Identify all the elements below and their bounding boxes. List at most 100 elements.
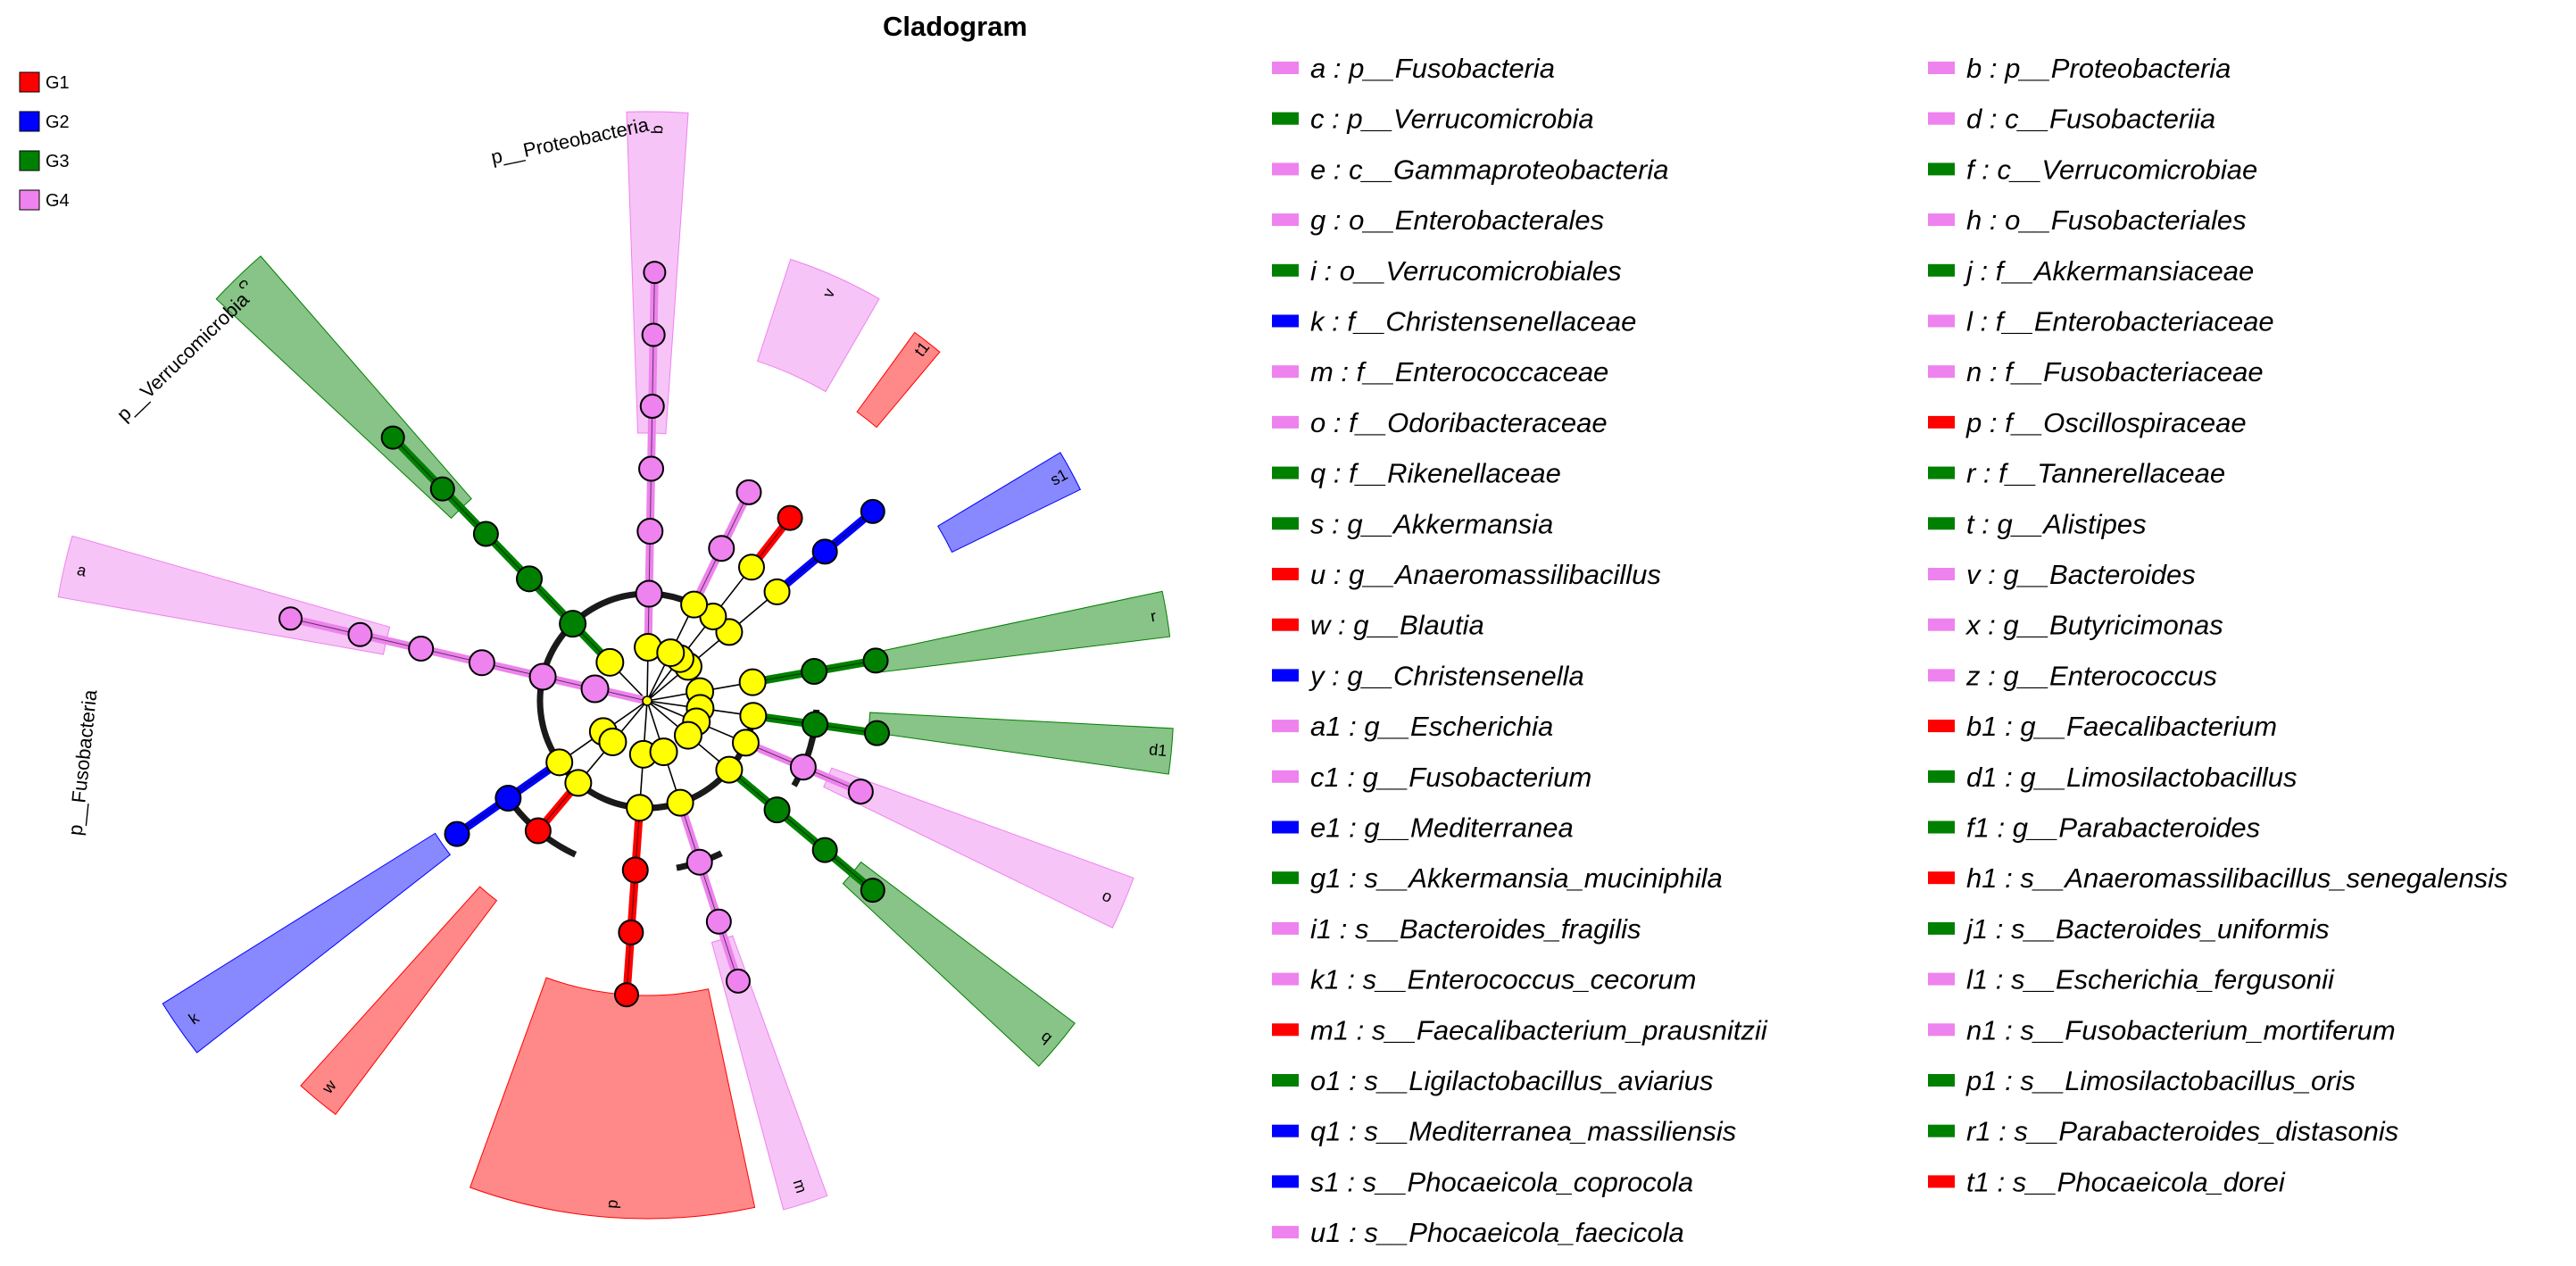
- taxa-entry-u: u : g__Anaeromassilibacillus: [1310, 559, 1661, 590]
- phylum-label-0: p__Proteobacteria: [489, 113, 652, 169]
- legend-label-G2: G2: [46, 112, 70, 132]
- highlight-k: [162, 832, 452, 1054]
- phylum-label-2: p__Fusobacteria: [64, 688, 102, 837]
- legend-swatch-G2: [19, 111, 40, 132]
- node-o: [789, 754, 817, 781]
- taxa-swatch-b: [1928, 62, 1955, 74]
- highlight-label-b: b: [648, 125, 666, 134]
- node-a: [580, 674, 610, 704]
- tree-arcs: [511, 590, 820, 871]
- node-neutral: [739, 702, 768, 730]
- node-d: [528, 662, 557, 691]
- taxa-entry-c: c : p__Verrucomicrobia: [1310, 104, 1594, 135]
- taxa-entry-x: x : g__Butyricimonas: [1965, 610, 2223, 641]
- taxa-entry-p: p : f__Oscillospiraceae: [1965, 407, 2247, 438]
- taxa-swatch-h1: [1928, 871, 1955, 885]
- highlight-r: [873, 590, 1171, 673]
- taxa-entry-v: v : g__Bacteroides: [1966, 559, 2196, 590]
- taxa-legend: a : p__Fusobacteria b : p__Proteobacteria…: [1272, 53, 2508, 1248]
- taxa-swatch-j1: [1928, 921, 1955, 935]
- taxa-entry-b: b : p__Proteobacteria: [1966, 53, 2231, 84]
- taxa-entry-f1: f1 : g__Parabacteroides: [1966, 812, 2260, 844]
- taxa-swatch-g: [1272, 213, 1299, 227]
- taxa-swatch-e1: [1272, 820, 1299, 834]
- highlight-p: [469, 977, 756, 1220]
- taxa-swatch-d1: [1928, 770, 1955, 783]
- taxa-entry-y: y : g__Christensenella: [1309, 660, 1584, 691]
- taxa-entry-i1: i1 : s__Bacteroides_fragilis: [1310, 913, 1641, 945]
- tree-nodes: [278, 261, 890, 1008]
- node-l1: [643, 261, 667, 285]
- taxa-swatch-c: [1272, 112, 1299, 125]
- node-z: [705, 908, 732, 935]
- node-neutral: [680, 590, 709, 619]
- taxa-swatch-f1: [1928, 820, 1955, 834]
- taxa-swatch-r1: [1928, 1124, 1955, 1137]
- taxa-entry-s1: s1 : s__Phocaeicola_coprocola: [1310, 1166, 1693, 1197]
- node-p1: [811, 837, 838, 863]
- taxa-entry-n1: n1 : s__Fusobacterium_mortiferum: [1966, 1014, 2396, 1045]
- node-neutral: [737, 554, 765, 581]
- legend-label-G3: G3: [46, 152, 70, 171]
- taxa-swatch-l1: [1928, 972, 1955, 986]
- taxa-swatch-y: [1272, 669, 1299, 682]
- node-neutral: [545, 748, 574, 777]
- taxa-entry-k1: k1 : s__Enterococcus_cecorum: [1310, 964, 1697, 995]
- node-w: [524, 817, 552, 845]
- highlight-s1: [937, 452, 1082, 554]
- legend-swatch-G3: [19, 150, 40, 171]
- node-neutral: [595, 647, 625, 677]
- taxa-entry-w: w : g__Blautia: [1310, 610, 1484, 641]
- highlight-q: [842, 861, 1076, 1067]
- taxa-entry-b1: b1 : g__Faecalibacterium: [1966, 711, 2277, 742]
- taxa-swatch-s1: [1272, 1175, 1299, 1188]
- taxa-swatch-o: [1272, 415, 1299, 429]
- taxa-swatch-p1: [1928, 1074, 1955, 1087]
- node-c1: [347, 621, 373, 647]
- taxa-swatch-a: [1272, 62, 1299, 74]
- node-n: [408, 636, 435, 662]
- taxa-entry-t1: t1 : s__Phocaeicola_dorei: [1966, 1166, 2286, 1197]
- taxa-entry-p1: p1 : s__Limosilactobacillus_oris: [1965, 1065, 2356, 1096]
- taxa-swatch-s: [1272, 517, 1299, 530]
- node-neutral: [666, 788, 694, 817]
- taxa-swatch-t: [1928, 517, 1955, 530]
- highlight-label-d1: d1: [1148, 740, 1168, 760]
- taxa-swatch-o1: [1272, 1074, 1299, 1087]
- node-t: [863, 720, 890, 746]
- node-a1: [641, 322, 666, 347]
- highlight-a: [57, 535, 391, 655]
- node-q1: [860, 498, 885, 524]
- taxa-entry-m1: m1 : s__Faecalibacterium_prausnitzii: [1310, 1014, 1768, 1045]
- node-neutral: [673, 720, 702, 750]
- node-k1: [725, 968, 751, 994]
- node-o1: [860, 878, 885, 904]
- node-e: [636, 518, 664, 546]
- taxa-swatch-q: [1272, 466, 1299, 479]
- taxa-entry-f: f : c__Verrucomicrobiae: [1966, 154, 2257, 185]
- taxa-entry-o: o : f__Odoribacteraceae: [1310, 407, 1608, 438]
- taxa-swatch-i1: [1272, 921, 1299, 935]
- node-neutral: [738, 668, 767, 696]
- node-f1: [862, 647, 889, 674]
- taxa-entry-n: n : f__Fusobacteriaceae: [1966, 356, 2264, 387]
- taxa-entry-a: a : p__Fusobacteria: [1310, 53, 1555, 84]
- taxa-entry-c1: c1 : g__Fusobacterium: [1310, 762, 1591, 793]
- node-neutral: [626, 794, 654, 822]
- highlight-d1: [868, 712, 1174, 775]
- taxa-swatch-w: [1272, 618, 1299, 631]
- taxa-swatch-u: [1272, 568, 1299, 580]
- taxa-entry-s: s : g__Akkermansia: [1310, 508, 1553, 539]
- taxa-swatch-n1: [1928, 1023, 1955, 1037]
- taxa-entry-g1: g1 : s__Akkermansia_muciniphila: [1310, 862, 1723, 894]
- taxa-swatch-m: [1272, 365, 1299, 379]
- legend-label-G1: G1: [46, 73, 70, 93]
- taxa-swatch-l: [1928, 314, 1955, 328]
- node-e1: [811, 538, 838, 565]
- taxa-swatch-d: [1928, 112, 1955, 125]
- node-y: [444, 820, 470, 847]
- node-s: [380, 425, 405, 450]
- legend-label-G4: G4: [46, 191, 70, 211]
